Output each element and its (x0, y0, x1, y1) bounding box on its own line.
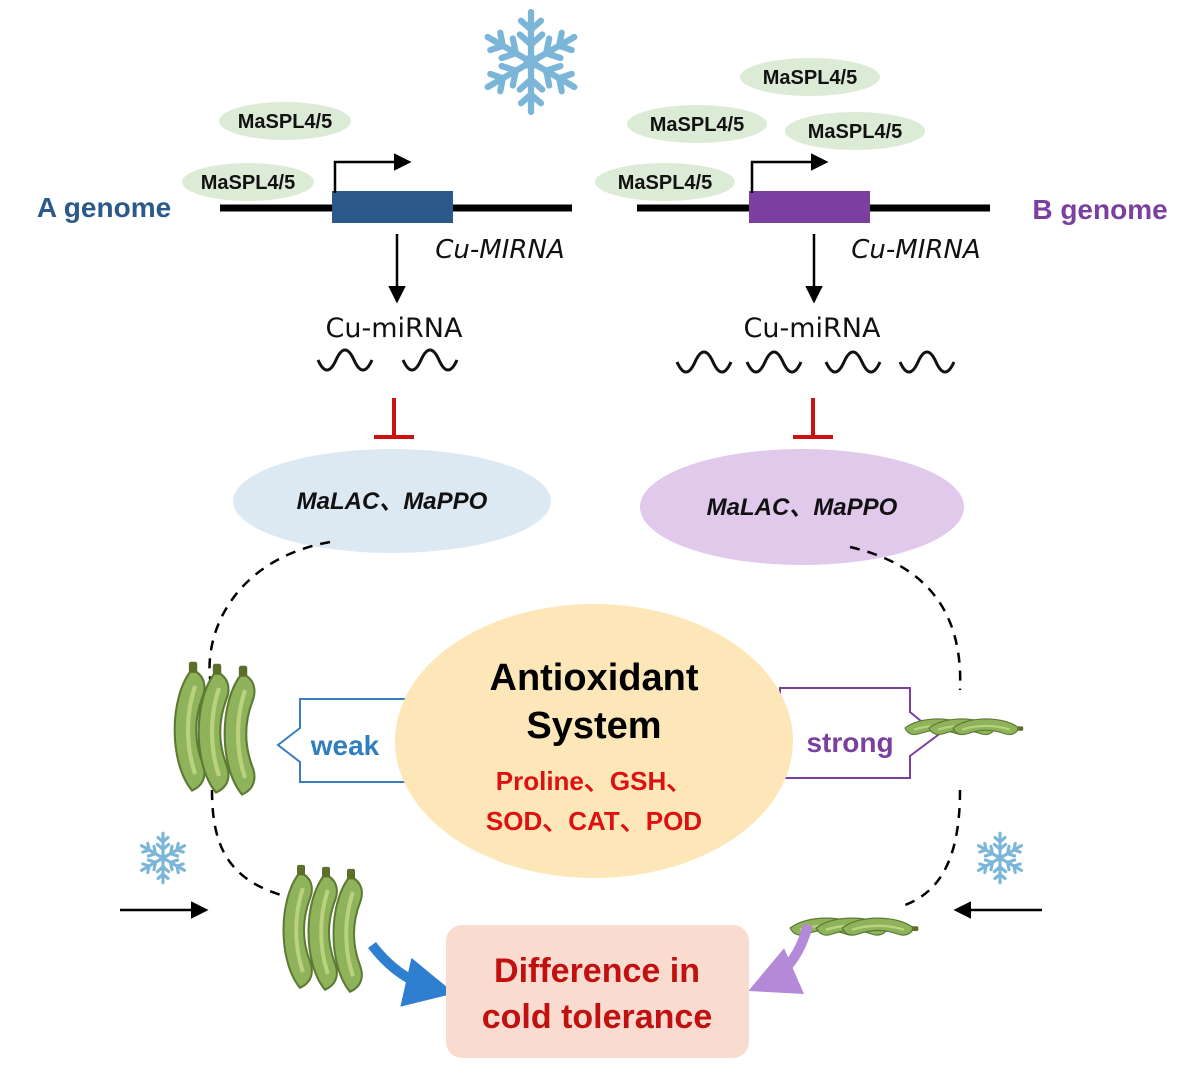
mirna-wave (745, 350, 803, 374)
dashed-connector (208, 540, 331, 691)
genome-label: B genome (1032, 194, 1167, 225)
tf-ellipse (219, 102, 351, 140)
outcome-arrow (748, 923, 813, 994)
antioxidant-system: Antioxidant System Proline、GSH、 SOD、CAT、… (395, 604, 793, 878)
tf-label: MaSPL4/5 (763, 67, 857, 89)
gene-box (749, 191, 870, 223)
tf-ellipse (595, 163, 735, 201)
strength-label: weak (310, 730, 380, 761)
callout-bubble (779, 687, 940, 779)
inhibition-symbol (793, 398, 833, 439)
banana-bunch-icon (903, 717, 1025, 736)
banana-bunch-icon (284, 865, 362, 992)
antioxidant-ellipse (395, 604, 793, 878)
tf-label: MaSPL4/5 (238, 111, 332, 133)
snowflake-icon-left (139, 833, 188, 883)
compound-list: SOD、CAT、POD (486, 806, 702, 836)
mirna-wave (401, 348, 459, 372)
mirna-label: Cu-miRNA (744, 313, 881, 344)
outcome-text: Difference in (494, 952, 700, 990)
inhibition-symbol (374, 398, 414, 439)
mirna-wave (316, 348, 374, 372)
snowflake-icon-right (976, 833, 1025, 883)
tf-label: MaSPL4/5 (808, 121, 902, 143)
genome-label: A genome (37, 192, 171, 223)
tf-ellipse (740, 58, 880, 96)
mirna-wave (675, 350, 733, 374)
gene-label: Cu-MIRNA (435, 235, 564, 265)
compound-list: Proline、GSH、 (496, 766, 692, 796)
outcome-box: Difference in cold tolerance (446, 925, 749, 1058)
gene-box (332, 191, 453, 223)
tf-label: MaSPL4/5 (618, 172, 712, 194)
target-ellipse (640, 449, 964, 565)
promoter-arrow (333, 153, 412, 193)
dashed-connector (210, 789, 301, 902)
b-genome-group: MaSPL4/5 MaSPL4/5 MaSPL4/5 MaSPL4/5 B ge… (595, 58, 1168, 994)
banana-bunch-icon (175, 662, 255, 795)
mirna-wave (824, 350, 882, 374)
tf-ellipse (627, 105, 767, 143)
outcome-arrow (368, 941, 455, 1007)
tf-ellipse (785, 112, 925, 150)
tf-label: MaSPL4/5 (201, 172, 295, 194)
mirna-wave (898, 350, 956, 374)
snowflake-icon-top (482, 12, 580, 112)
dashed-connector (904, 789, 962, 907)
tf-label: MaSPL4/5 (650, 114, 744, 136)
dashed-connector (849, 545, 962, 691)
outcome-text: cold tolerance (482, 998, 713, 1036)
strength-label: strong (806, 727, 893, 758)
target-ellipse (233, 449, 551, 553)
antioxidant-title: Antioxidant (490, 657, 699, 699)
antioxidant-title: System (526, 705, 661, 747)
promoter-arrow (750, 153, 829, 193)
target-label: MaLAC、MaPPO (707, 494, 898, 521)
target-label: MaLAC、MaPPO (297, 488, 488, 515)
a-genome-group: MaSPL4/5 MaSPL4/5 A genome Cu-MIRNA Cu-m… (37, 102, 572, 1007)
tf-ellipse (182, 163, 314, 201)
outcome-rect (446, 925, 749, 1058)
mirna-label: Cu-miRNA (326, 313, 463, 344)
gene-label: Cu-MIRNA (851, 235, 980, 265)
